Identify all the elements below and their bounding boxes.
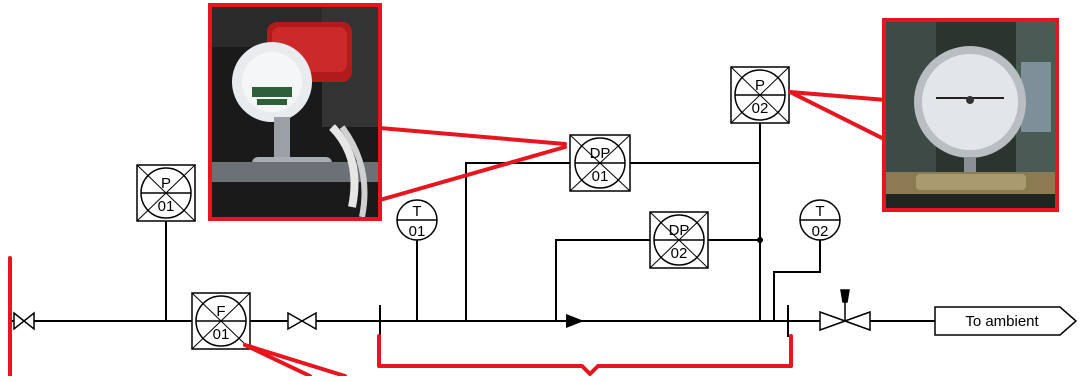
instrument-dp01: DP 01 [569,134,631,192]
callout-gauge-lower [788,90,888,142]
instrument-dp02-letter: DP [669,222,690,239]
test-section-bracket [377,334,793,376]
instrument-t02-letter: T [815,203,824,220]
instrument-t01: T 01 [396,199,438,241]
inlet-valve-body [13,311,35,331]
instrument-f01-letter: F [216,303,225,320]
outlet-label: To ambient [965,313,1039,330]
callout-f01-right [243,343,347,378]
instrument-p02: P 02 [730,66,790,124]
instrument-f01: F 01 [191,292,251,350]
junction-dot [757,237,763,243]
instrument-t01-number: 01 [409,223,426,240]
gauge-photo [882,18,1059,212]
isolation-valve-body [287,311,317,331]
inlet-valve [13,311,35,331]
gauge-photo-image [886,22,1055,208]
flowmeter-photo-image [212,7,378,217]
instrument-t01-letter: T [412,203,421,220]
flowmeter-photo [208,3,382,221]
instrument-dp02-number: 02 [671,245,688,262]
piping-lines [8,122,935,337]
instrument-p02-number: 02 [752,100,769,117]
instrument-f01-number: 01 [213,326,230,343]
instrument-p01-number: 01 [158,198,175,215]
control-valve [819,289,871,332]
t02-tap-line [773,240,821,321]
flow-direction-arrow [566,314,584,328]
instrument-t02: T 02 [799,199,841,241]
isolation-valve [287,311,317,331]
instrument-dp01-letter: DP [590,145,611,162]
instrument-dp01-number: 01 [592,168,609,185]
dp02-high-line [555,239,650,321]
outlet-arrow: To ambient [934,306,1078,336]
instrument-dp02: DP 02 [649,211,709,269]
callout-flowmeter-lower [378,145,567,202]
instrument-p01: P 01 [136,164,196,222]
callout-flowmeter-upper [378,126,567,146]
instrument-t02-number: 02 [812,223,829,240]
callout-gauge-upper [788,90,888,102]
control-valve-actuator [840,289,850,303]
callouts [8,90,888,378]
dp01-high-line [465,162,570,321]
instrument-p01-letter: P [161,175,171,192]
instrument-p02-letter: P [755,77,765,94]
